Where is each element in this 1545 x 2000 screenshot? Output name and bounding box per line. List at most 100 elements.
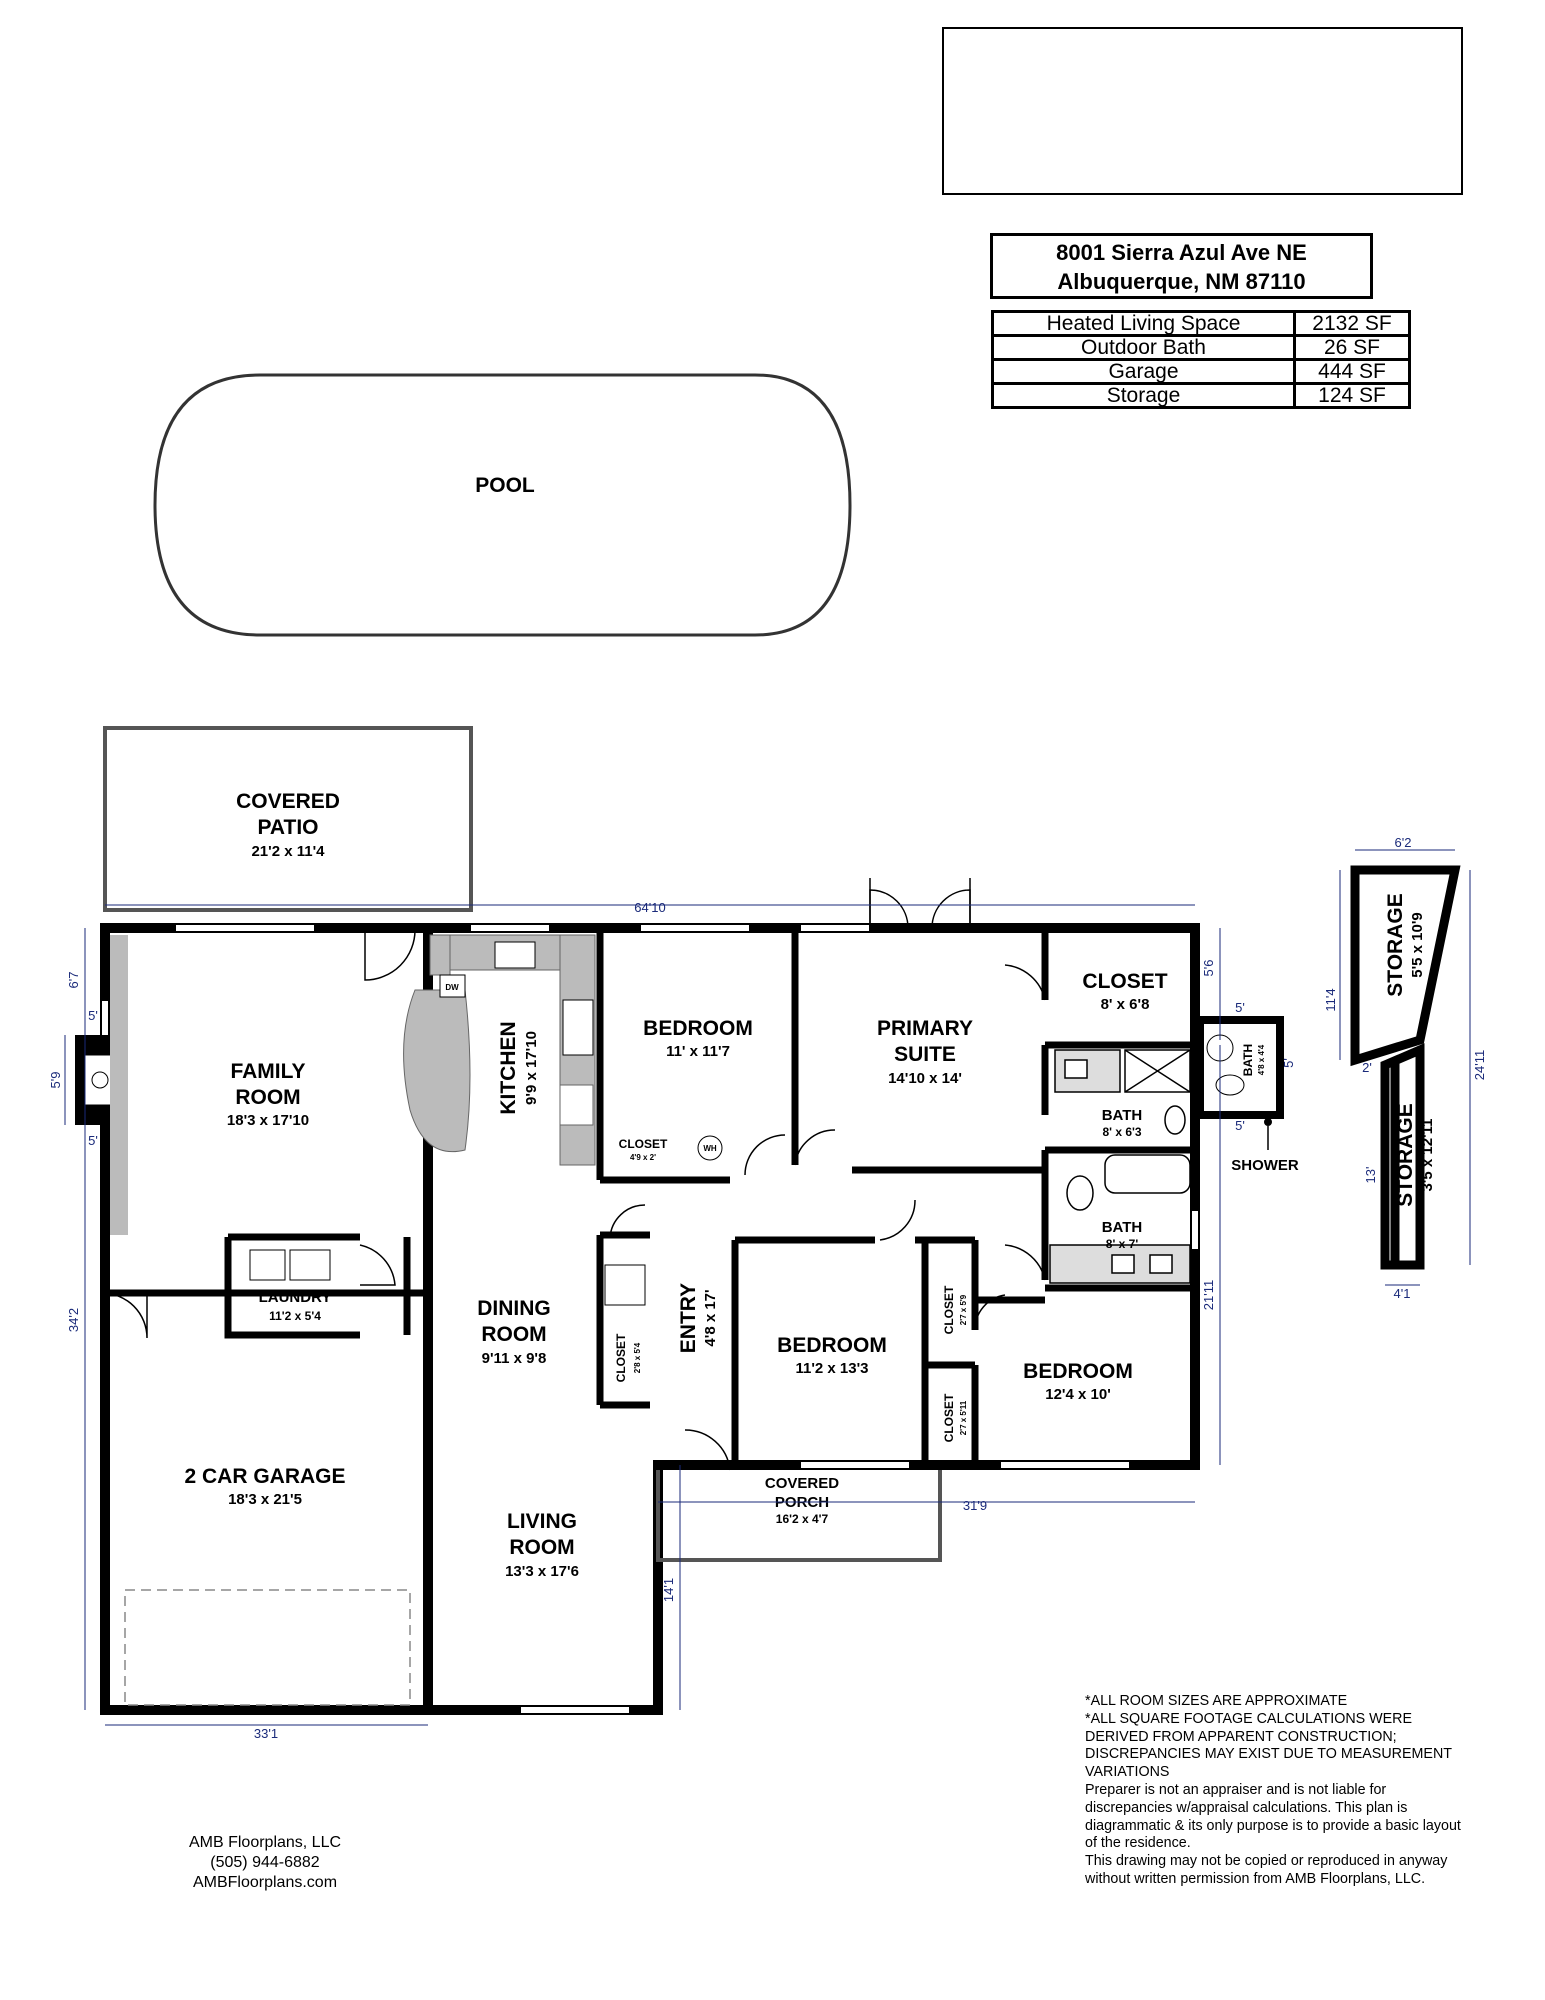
dim-outbath-height: 5' [1281, 1058, 1296, 1068]
pool-outline [153, 373, 852, 637]
shower-label: SHOWER [1231, 1157, 1299, 1174]
entry-name: ENTRY [677, 1283, 700, 1353]
primary-suite-size: 14'10 x 14' [888, 1070, 962, 1087]
garage-name: 2 CAR GARAGE [184, 1465, 345, 1488]
storage-upper-outline [1350, 865, 1461, 1067]
note-3: Preparer is not an appraiser and is not … [1085, 1781, 1461, 1852]
living-room-size: 13'3 x 17'6 [505, 1563, 579, 1580]
shower-head-icon [1264, 1118, 1272, 1126]
note-1: *ALL ROOM SIZES ARE APPROXIMATE [1085, 1693, 1348, 1709]
note-4: This drawing may not be copied or reprod… [1085, 1853, 1448, 1887]
dim-storage-top-width: 6'2 [1395, 835, 1412, 850]
dim-storage-total-height: 24'11 [1472, 1050, 1487, 1080]
address-box: 8001 Sierra Azul Ave NE Albuquerque, NM … [990, 233, 1373, 299]
windows [100, 923, 1200, 1715]
closet-upper-size: 2'7 x 5'9 [959, 1294, 968, 1325]
dining-room-name2: ROOM [481, 1323, 546, 1346]
primary-closet-size: 8' x 6'8 [1101, 996, 1150, 1013]
living-room-name1: LIVING [507, 1510, 577, 1533]
primary-closet-name: CLOSET [1082, 970, 1167, 993]
bedroom-nw-size: 11' x 11'7 [666, 1043, 730, 1060]
company-info: AMB Floorplans, LLC (505) 944-6882 AMBFl… [140, 1833, 390, 1893]
family-room-name1: FAMILY [230, 1060, 305, 1083]
stove [562, 999, 594, 1056]
hall-bath-size: 8' x 7' [1106, 1237, 1139, 1251]
dim-right-top: 5'6 [1201, 960, 1216, 977]
bedroom-mid-size: 11'2 x 13'3 [795, 1360, 868, 1377]
family-room-name2: ROOM [235, 1086, 300, 1109]
fireplace-icon [91, 1071, 109, 1089]
blank-header-box [942, 27, 1463, 195]
bedroom-se-size: 12'4 x 10' [1045, 1386, 1111, 1403]
area-value: 124 SF [1293, 382, 1411, 409]
pool-label: POOL [475, 474, 535, 497]
covered-porch-name1: COVERED [765, 1475, 839, 1492]
area-label: Garage [991, 358, 1296, 385]
closet-upper-name: CLOSET [942, 1285, 956, 1334]
area-value: 26 SF [1293, 334, 1411, 361]
address-line1: 8001 Sierra Azul Ave NE [1056, 240, 1307, 265]
dim-storage-bottom-width: 4'1 [1394, 1286, 1411, 1301]
dim-storage-gap: 2' [1362, 1060, 1372, 1075]
closet-lower-size: 2'7 x 5'11 [959, 1400, 968, 1435]
entry-size: 4'8 x 17' [702, 1289, 719, 1346]
closet-small-size: 4'9 x 2' [630, 1153, 656, 1162]
family-room-size: 18'3 x 17'10 [227, 1112, 309, 1129]
water-heater-label: WH [703, 1144, 717, 1153]
company-website: AMBFloorplans.com [192, 1874, 338, 1891]
company-phone: (505) 944-6882 [210, 1854, 320, 1871]
doors [101, 878, 1046, 1471]
dimension-lines [64, 849, 1471, 1726]
family-room-built-in [110, 935, 128, 1235]
covered-patio-size: 21'2 x 11'4 [251, 843, 325, 860]
outdoor-bath-name: BATH [1241, 1044, 1255, 1076]
entry-closet-size: 2'8 x 5'4 [633, 1342, 642, 1373]
dim-outbath-bottom: 5' [1235, 1118, 1245, 1133]
outdoor-bath-outline [1196, 1016, 1284, 1119]
area-label: Storage [991, 382, 1296, 409]
primary-bath-name: BATH [1102, 1107, 1143, 1124]
covered-patio-name1: COVERED [236, 790, 340, 813]
garage-door [124, 1589, 411, 1706]
bedroom-mid-name: BEDROOM [777, 1334, 887, 1357]
note-2: *ALL SQUARE FOOTAGE CALCULATIONS WERE DE… [1085, 1710, 1452, 1781]
storage-lower-size: 3'5 x 12'11 [1419, 1118, 1436, 1191]
dim-storage-lower-height: 13' [1363, 1167, 1378, 1184]
dishwasher [439, 974, 466, 998]
bedroom-se-name: BEDROOM [1023, 1360, 1133, 1383]
interior-walls [105, 928, 1195, 1710]
dining-room-name1: DINING [477, 1297, 551, 1320]
garage-size: 18'3 x 21'5 [228, 1491, 302, 1508]
dim-fireplace-offset-top: 5' [88, 1008, 98, 1023]
address-line2: Albuquerque, NM 87110 [1057, 269, 1306, 294]
hall-bath-name: BATH [1102, 1219, 1143, 1236]
kitchen-sink [494, 941, 536, 969]
washer [249, 1249, 286, 1281]
dim-left-top: 6'7 [66, 972, 81, 989]
primary-suite-name2: SUITE [894, 1043, 956, 1066]
laundry-size: 11'2 x 5'4 [269, 1309, 321, 1323]
outdoor-bath-size: 4'8 x 4'4 [1257, 1044, 1266, 1075]
closet-small-name: CLOSET [619, 1137, 668, 1151]
covered-porch-outline [656, 1470, 942, 1562]
dim-top-width: 64'10 [634, 900, 665, 915]
dim-left-height: 34'2 [66, 1308, 81, 1332]
kitchen-name: KITCHEN [497, 1021, 520, 1114]
dim-fireplace-height: 5'9 [48, 1072, 63, 1089]
laundry-name: LAUNDRY [259, 1289, 332, 1306]
dim-storage-upper-height: 11'4 [1323, 988, 1338, 1011]
dishwasher-label: DW [445, 983, 459, 992]
dim-fireplace-offset-bottom: 5' [88, 1133, 98, 1148]
storage-upper-name: STORAGE [1384, 893, 1407, 996]
entry-closet-name: CLOSET [614, 1333, 628, 1382]
bedroom-nw-name: BEDROOM [643, 1017, 753, 1040]
dim-bottom-width: 33'1 [254, 1726, 278, 1741]
storage-lower-outline [1380, 1043, 1425, 1270]
dim-right-height: 21'11 [1201, 1280, 1216, 1310]
dim-outbath-width: 5' [1235, 1000, 1245, 1015]
water-heater [697, 1135, 723, 1161]
